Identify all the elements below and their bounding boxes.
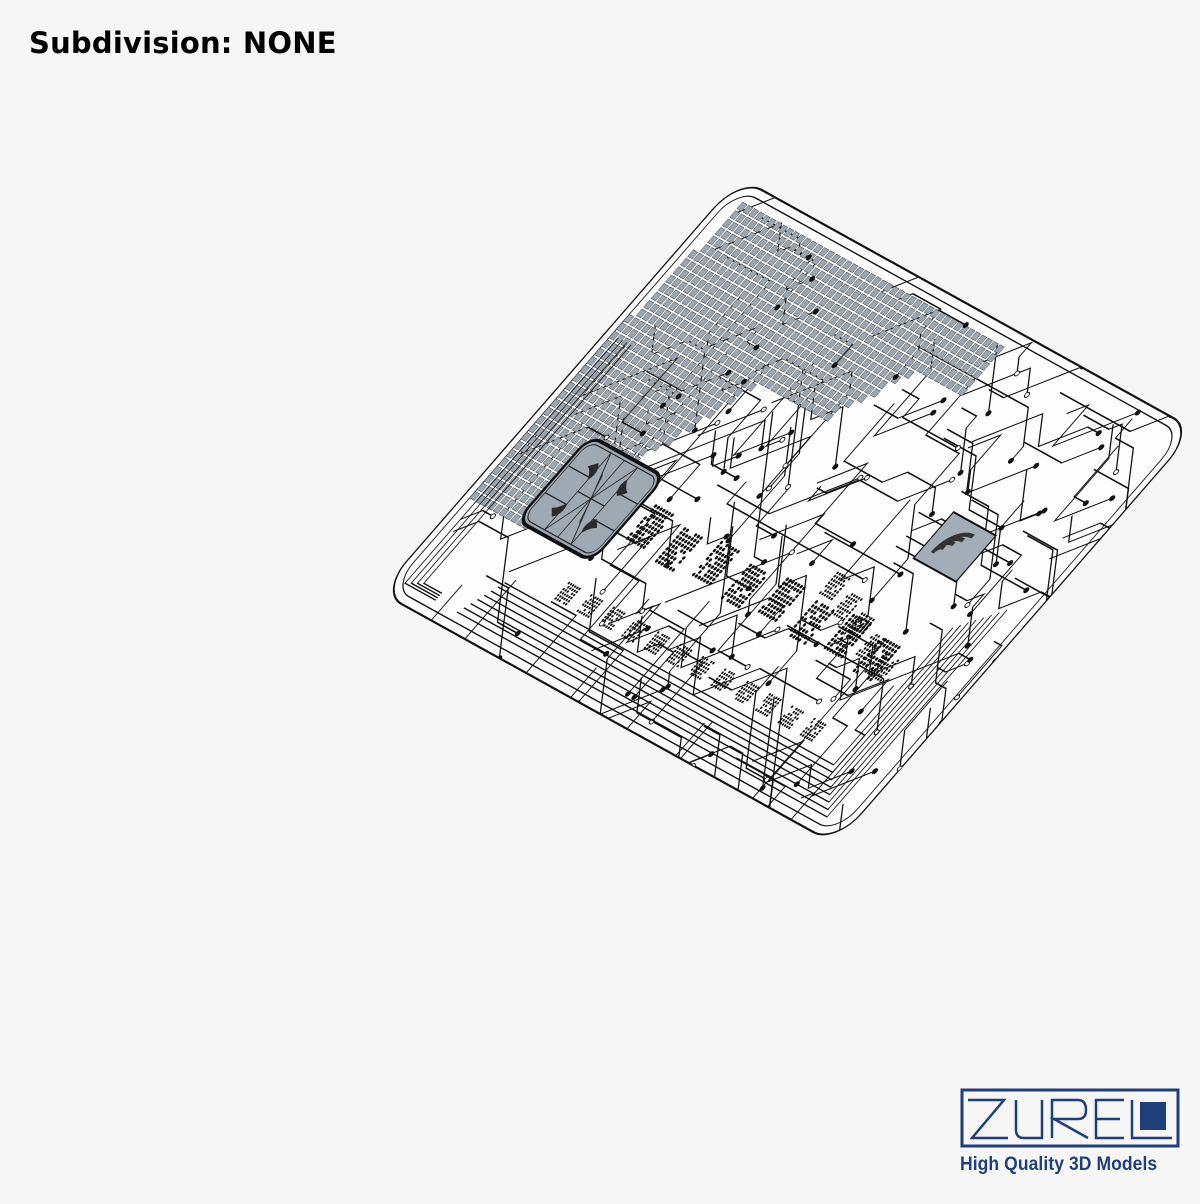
emv-chip-icon <box>521 438 661 559</box>
brand-tagline: High Quality 3D Models <box>960 1154 1158 1175</box>
credit-card <box>392 186 1183 845</box>
magnetic-pad-grid <box>469 201 1005 530</box>
zurel-logo <box>960 1088 1180 1148</box>
brand-watermark: High Quality 3D Models <box>960 1088 1180 1188</box>
dot-matrix-digits <box>554 504 901 742</box>
subdivision-label: Subdivision: NONE <box>29 26 337 60</box>
contactless-chip <box>912 511 998 583</box>
wifi-icon <box>931 532 975 554</box>
edge-traces <box>404 337 1008 818</box>
